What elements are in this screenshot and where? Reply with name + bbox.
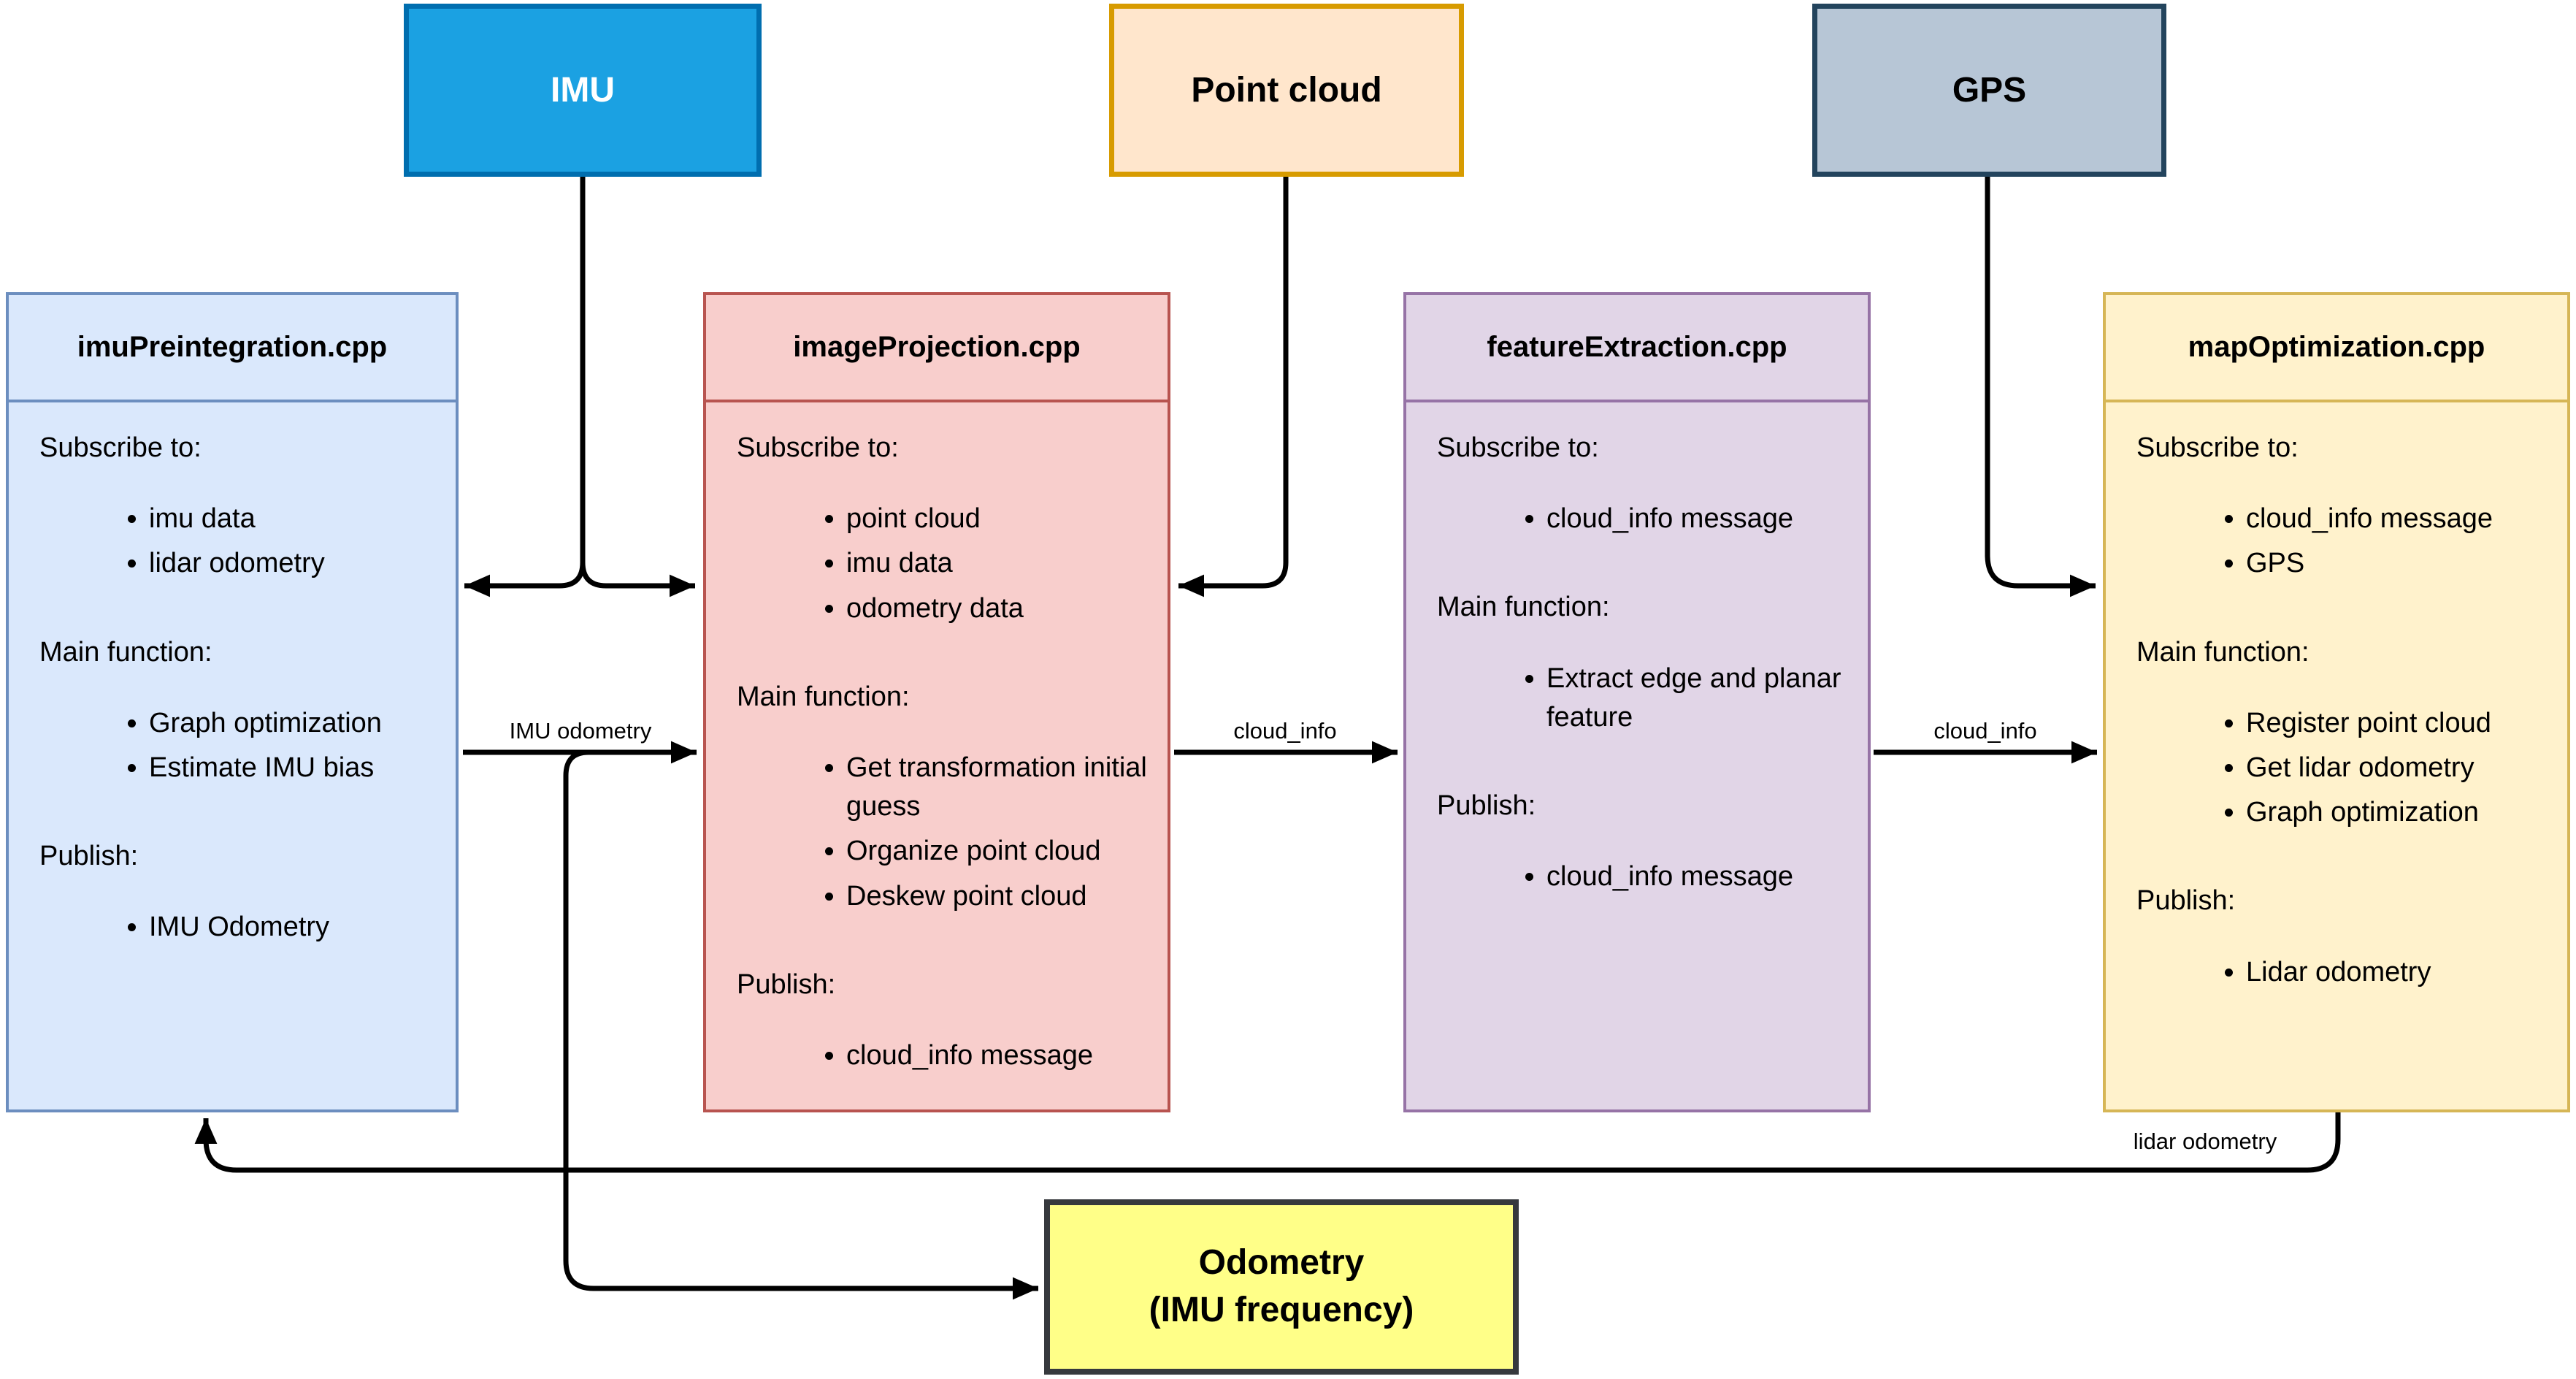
section-heading: Publish: — [2136, 885, 2236, 917]
section-main-function: Main function: Extract edge and planar f… — [1437, 588, 1847, 737]
bullet-item: Get lidar odometry — [2246, 749, 2547, 787]
bullet-list: cloud_info message — [737, 1036, 1147, 1075]
bullet-list: Register point cloud Get lidar odometry … — [2136, 704, 2547, 833]
source-box-imu: IMU — [404, 4, 762, 177]
section-main-function: Main function: Get transformation initia… — [737, 678, 1147, 916]
module-box-imupreintegration: imuPreintegration.cpp Subscribe to: imu … — [6, 292, 459, 1112]
section-heading: Publish: — [39, 841, 139, 872]
module-title: imuPreintegration.cpp — [9, 295, 456, 402]
edge-gps-to-mapoptimization — [1985, 177, 2096, 597]
section-subscribe: Subscribe to: cloud_info message GPS — [2136, 429, 2547, 584]
section-heading: Subscribe to: — [737, 432, 899, 463]
module-box-imageprojection: imageProjection.cpp Subscribe to: point … — [703, 292, 1170, 1112]
source-box-label: IMU — [551, 71, 615, 110]
bullet-item: Organize point cloud — [846, 832, 1147, 871]
output-box-label-line1: Odometry — [1198, 1243, 1365, 1283]
module-body: Subscribe to: cloud_info message GPS Mai… — [2106, 402, 2567, 992]
section-heading: Main function: — [737, 681, 910, 712]
source-box-point-cloud: Point cloud — [1109, 4, 1464, 177]
bullet-list: Lidar odometry — [2136, 953, 2547, 992]
output-box-label-line2: (IMU frequency) — [1149, 1291, 1414, 1329]
edge-label-lidar-odometry: lidar odometry — [2133, 1128, 2277, 1154]
bullet-item: Register point cloud — [2246, 704, 2547, 743]
edge-pointcloud-to-imageprojection — [1178, 177, 1289, 597]
module-title: mapOptimization.cpp — [2106, 295, 2567, 402]
edge-label-cloud-info-right: cloud_info — [1933, 718, 2037, 744]
bullet-item: odometry data — [846, 589, 1147, 628]
section-publish: Publish: cloud_info message — [1437, 787, 1847, 896]
section-heading: Main function: — [1437, 592, 1610, 623]
bullet-list: cloud_info message — [1437, 857, 1847, 896]
module-title: featureExtraction.cpp — [1406, 295, 1868, 402]
section-heading: Publish: — [1437, 790, 1536, 821]
section-heading: Subscribe to: — [39, 432, 202, 463]
bullet-item: cloud_info message — [846, 1036, 1147, 1075]
section-heading: Main function: — [39, 636, 212, 668]
bullet-item: Get transformation initial guess — [846, 749, 1147, 826]
section-heading: Publish: — [737, 969, 836, 1000]
section-subscribe: Subscribe to: imu data lidar odometry — [39, 429, 435, 584]
bullet-item: imu data — [846, 544, 1147, 583]
section-subscribe: Subscribe to: point cloud imu data odome… — [737, 429, 1147, 628]
bullet-item: Extract edge and planar feature — [1546, 660, 1847, 737]
source-box-gps: GPS — [1812, 4, 2166, 177]
section-main-function: Main function: Graph optimization Estima… — [39, 633, 435, 788]
module-body: Subscribe to: cloud_info message Main fu… — [1406, 402, 1868, 896]
bullet-item: Graph optimization — [2246, 793, 2547, 832]
bullet-item: Graph optimization — [149, 704, 435, 743]
output-box-odometry: Odometry (IMU frequency) — [1044, 1199, 1519, 1375]
section-heading: Main function: — [2136, 636, 2309, 668]
edge-imu-to-modules — [464, 177, 695, 597]
section-heading: Subscribe to: — [2136, 432, 2299, 463]
bullet-list: Get transformation initial guess Organiz… — [737, 749, 1147, 916]
source-box-label: Point cloud — [1191, 71, 1382, 110]
bullet-item: cloud_info message — [1546, 500, 1847, 538]
bullet-item: point cloud — [846, 500, 1147, 538]
bullet-item: Deskew point cloud — [846, 877, 1147, 916]
bullet-list: cloud_info message — [1437, 500, 1847, 538]
bullet-list: cloud_info message GPS — [2136, 500, 2547, 583]
bullet-list: imu data lidar odometry — [39, 500, 435, 583]
section-publish: Publish: cloud_info message — [737, 966, 1147, 1075]
bullet-list: IMU Odometry — [39, 908, 435, 947]
section-heading: Subscribe to: — [1437, 432, 1599, 463]
section-publish: Publish: IMU Odometry — [39, 837, 435, 947]
edge-label-imu-odometry: IMU odometry — [509, 718, 652, 744]
bullet-list: Graph optimization Estimate IMU bias — [39, 704, 435, 787]
bullet-item: imu data — [149, 500, 435, 538]
source-box-label: GPS — [1952, 71, 2027, 110]
bullet-item: lidar odometry — [149, 544, 435, 583]
module-body: Subscribe to: point cloud imu data odome… — [706, 402, 1168, 1075]
bullet-item: cloud_info message — [2246, 500, 2547, 538]
bullet-item: cloud_info message — [1546, 857, 1847, 896]
edge-label-cloud-info-left: cloud_info — [1233, 718, 1337, 744]
section-subscribe: Subscribe to: cloud_info message — [1437, 429, 1847, 538]
section-publish: Publish: Lidar odometry — [2136, 882, 2547, 991]
module-body: Subscribe to: imu data lidar odometry Ma… — [9, 402, 456, 947]
bullet-item: Lidar odometry — [2246, 953, 2547, 992]
bullet-list: point cloud imu data odometry data — [737, 500, 1147, 628]
bullet-item: Estimate IMU bias — [149, 749, 435, 787]
bullet-item: IMU Odometry — [149, 908, 435, 947]
module-box-featureextraction: featureExtraction.cpp Subscribe to: clou… — [1403, 292, 1871, 1112]
section-main-function: Main function: Register point cloud Get … — [2136, 633, 2547, 833]
module-title: imageProjection.cpp — [706, 295, 1168, 402]
bullet-list: Extract edge and planar feature — [1437, 660, 1847, 737]
bullet-item: GPS — [2246, 544, 2547, 583]
edge-lidar-odometry-feedback — [194, 1112, 2341, 1173]
module-box-mapoptimization: mapOptimization.cpp Subscribe to: cloud_… — [2103, 292, 2570, 1112]
